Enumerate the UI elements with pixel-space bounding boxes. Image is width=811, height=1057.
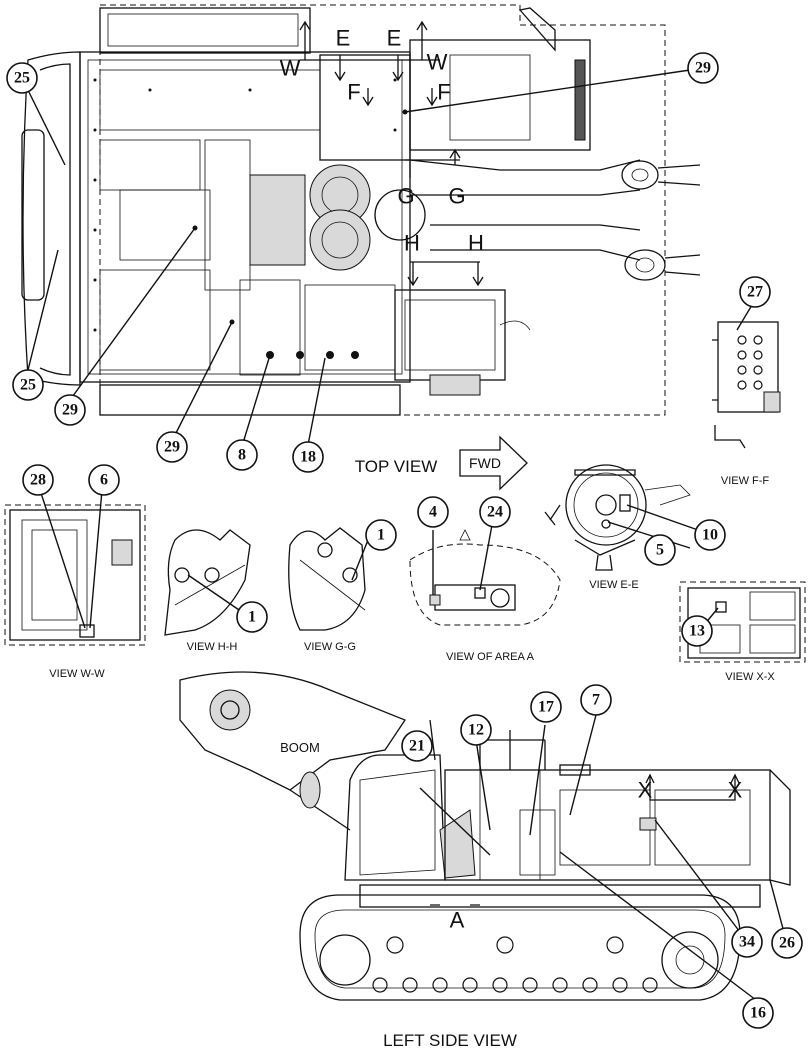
svg-text:29: 29	[62, 402, 78, 419]
svg-text:26: 26	[779, 935, 795, 952]
svg-text:21: 21	[409, 738, 425, 755]
section-letter-w-right: W	[427, 50, 448, 75]
callout-21: 21	[401, 730, 433, 762]
callout-34: 34	[731, 926, 763, 958]
svg-text:34: 34	[739, 934, 755, 951]
svg-text:7: 7	[592, 692, 600, 709]
svg-text:25: 25	[14, 70, 30, 87]
callout-6: 6	[88, 464, 120, 496]
svg-text:27: 27	[747, 284, 763, 301]
section-letter-h-right: H	[468, 231, 484, 256]
callout-24: 24	[479, 496, 511, 528]
callout-29-right: 29	[687, 52, 719, 84]
callout-8: 8	[226, 439, 258, 471]
view-w-w-drawing	[4, 504, 146, 646]
svg-text:10: 10	[702, 527, 718, 544]
svg-text:6: 6	[100, 472, 108, 489]
view-f-f-title: VIEW F-F	[721, 475, 770, 487]
section-letter-f-left: F	[347, 80, 360, 105]
view-g-g-drawing	[288, 527, 366, 631]
section-letter-x-right: X	[728, 778, 743, 803]
callout-25-bottom: 25	[12, 369, 44, 401]
svg-text:18: 18	[300, 449, 316, 466]
left-side-view-title: LEFT SIDE VIEW	[383, 1031, 517, 1050]
callout-28: 28	[22, 464, 54, 496]
top-view-drawing	[21, 4, 701, 416]
callout-12: 12	[460, 714, 492, 746]
boom-label: BOOM	[280, 740, 320, 755]
callout-4: 4	[417, 496, 449, 528]
view-area-a-drawing	[409, 529, 561, 626]
callout-29-left: 29	[54, 394, 86, 426]
svg-text:8: 8	[238, 447, 246, 464]
svg-text:28: 28	[30, 472, 46, 489]
callout-27: 27	[739, 276, 771, 308]
view-e-e-title: VIEW E-E	[589, 579, 639, 591]
callout-10: 10	[694, 519, 726, 551]
section-letter-h-left: H	[404, 231, 420, 256]
svg-text:5: 5	[656, 542, 664, 559]
section-letter-e-left: E	[336, 26, 351, 51]
callout-17: 17	[530, 691, 562, 723]
section-letter-e-right: E	[387, 26, 402, 51]
svg-text:25: 25	[20, 377, 36, 394]
callout-26: 26	[771, 927, 803, 959]
view-w-w-title: VIEW W-W	[49, 668, 105, 680]
svg-text:17: 17	[538, 699, 554, 716]
section-letter-g-right: G	[448, 184, 465, 209]
section-letter-f-right: F	[437, 80, 450, 105]
callout-1-g-g: 1	[365, 519, 397, 551]
view-h-h-title: VIEW H-H	[187, 641, 238, 653]
callout-13: 13	[681, 615, 713, 647]
svg-text:29: 29	[164, 439, 180, 456]
callout-25-top: 25	[6, 62, 38, 94]
svg-text:4: 4	[429, 504, 437, 521]
view-e-e-drawing	[544, 464, 691, 571]
callout-16: 16	[742, 997, 774, 1029]
section-letter-x-left: X	[638, 778, 653, 803]
svg-text:FWD: FWD	[469, 455, 501, 471]
fwd-arrow: FWD	[459, 435, 528, 491]
callout-7: 7	[580, 684, 612, 716]
svg-text:1: 1	[377, 527, 385, 544]
callout-5: 5	[644, 534, 676, 566]
svg-text:24: 24	[487, 504, 503, 521]
view-g-g-title: VIEW G-G	[304, 641, 356, 653]
svg-text:29: 29	[695, 60, 711, 77]
callout-1-h-h: 1	[236, 601, 268, 633]
view-x-x-title: VIEW X-X	[725, 671, 775, 683]
view-area-a-title: VIEW OF AREA A	[446, 651, 535, 663]
callout-18: 18	[292, 441, 324, 473]
svg-text:13: 13	[689, 623, 705, 640]
svg-text:16: 16	[750, 1005, 766, 1022]
top-view-title: TOP VIEW	[355, 457, 438, 476]
svg-text:1: 1	[248, 609, 256, 626]
view-f-f-drawing	[712, 321, 781, 449]
view-h-h-drawing	[164, 529, 251, 636]
section-letter-g-left: G	[397, 184, 414, 209]
svg-text:12: 12	[468, 722, 484, 739]
section-letter-a: A	[450, 908, 465, 933]
callout-29-center: 29	[156, 431, 188, 463]
section-letter-w-left: W	[280, 56, 301, 81]
